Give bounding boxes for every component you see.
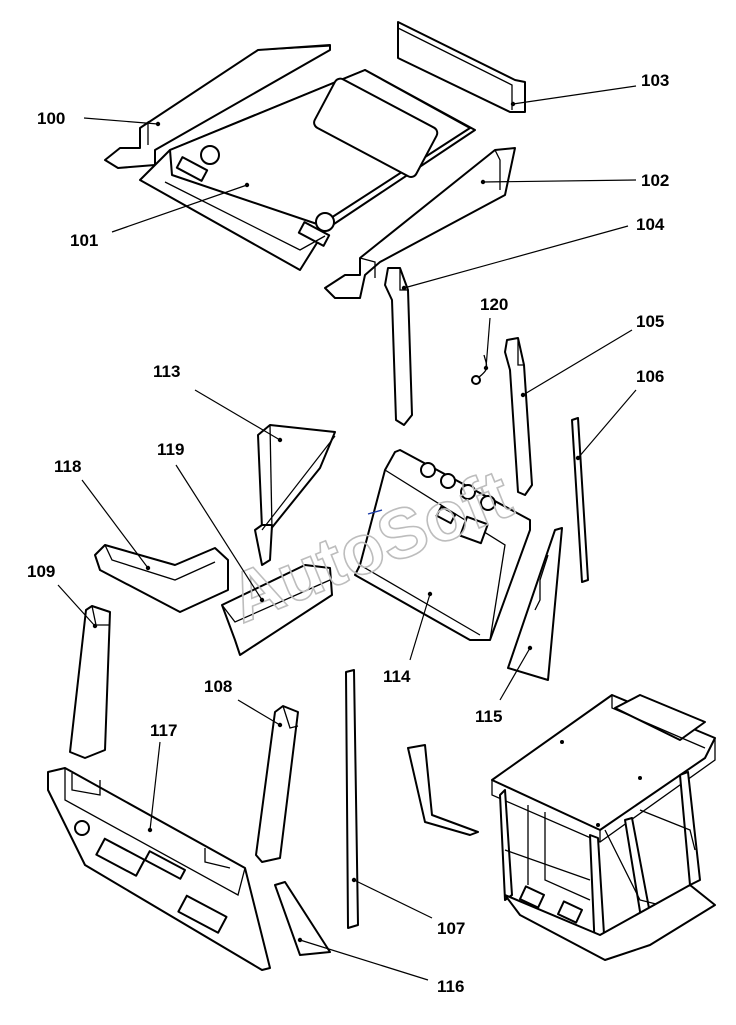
part-115-triangle-brace — [507, 527, 563, 681]
callout-107: 107 — [437, 919, 465, 938]
part-116-small-triangle — [274, 881, 331, 956]
leader-115 — [499, 647, 531, 701]
leader-113 — [194, 389, 281, 441]
leader-113b — [261, 435, 336, 531]
leader-120 — [485, 317, 491, 369]
leader-108 — [237, 699, 281, 726]
callout-118: 118 — [54, 457, 81, 476]
callout-100: 100 — [37, 109, 65, 128]
leader-116 — [299, 939, 429, 981]
assembled-cab-view — [491, 694, 716, 961]
part-117-front-cowl — [47, 767, 271, 971]
part-109-post — [69, 605, 111, 759]
part-114-dash-panel — [354, 449, 531, 641]
leader-106 — [577, 389, 637, 459]
callout-113: 113 — [153, 362, 180, 381]
callout-106: 106 — [636, 367, 664, 386]
callout-115: 115 — [475, 707, 502, 726]
part-118-floor-plate — [94, 544, 229, 613]
leader-107 — [353, 879, 433, 919]
part-119-step-plate — [221, 564, 333, 656]
leader-119 — [175, 464, 263, 601]
part-104-pillar — [384, 267, 413, 426]
leader-117 — [149, 741, 161, 831]
part-100-left-roof-rail — [104, 44, 331, 169]
callout-114: 114 — [383, 667, 411, 686]
callout-117: 117 — [150, 721, 177, 740]
callout-103: 103 — [641, 71, 669, 90]
callout-120: 120 — [480, 295, 508, 314]
leader-102 — [482, 179, 637, 183]
callout-116: 116 — [437, 977, 464, 996]
leader-105 — [522, 329, 633, 396]
watermark-accent — [367, 509, 383, 515]
leader-100 — [83, 117, 159, 125]
part-103-rear-rail — [397, 21, 526, 113]
part-108-post — [255, 705, 299, 863]
part-102-right-roof-rail — [324, 147, 516, 299]
callout-labels: 100 101 102 103 104 105 106 107 108 109 … — [27, 71, 669, 996]
leader-103 — [512, 85, 637, 105]
part-106-strip — [571, 417, 589, 583]
callout-101: 101 — [70, 231, 98, 250]
leader-lines — [57, 85, 637, 981]
callout-109: 109 — [27, 562, 55, 581]
part-107-long-strip — [345, 669, 359, 929]
leader-104 — [403, 225, 629, 289]
part-angle-piece — [407, 744, 479, 836]
callout-104: 104 — [636, 215, 665, 234]
part-105-pillar — [504, 337, 533, 496]
callout-105: 105 — [636, 312, 664, 331]
part-113-gusset — [254, 424, 336, 566]
callout-119: 119 — [157, 440, 184, 459]
leader-109 — [57, 584, 96, 627]
leader-101 — [111, 184, 248, 233]
leader-118 — [81, 479, 149, 569]
callout-102: 102 — [641, 171, 669, 190]
callout-108: 108 — [204, 677, 232, 696]
leader-114 — [409, 593, 431, 661]
